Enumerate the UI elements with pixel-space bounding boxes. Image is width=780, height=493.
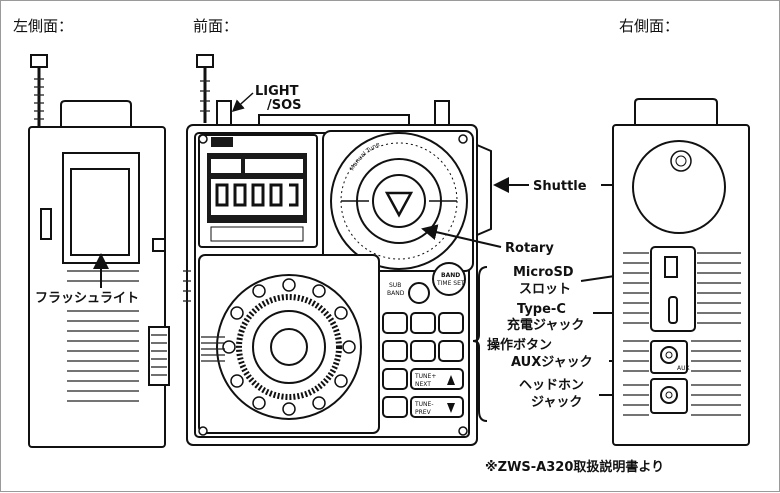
light-sos-switch [216, 100, 232, 128]
svg-text:NEXT: NEXT [415, 381, 431, 388]
svg-text:PREV: PREV [415, 409, 432, 416]
control-buttons: TUNE+ NEXT TUNE- PREV [382, 312, 464, 418]
sleep-button[interactable] [382, 396, 408, 418]
typec-port [668, 296, 678, 324]
svg-text:BAND: BAND [387, 290, 405, 297]
svg-text:TUNE+: TUNE+ [414, 373, 436, 380]
aux-jack [660, 346, 678, 364]
mode-button[interactable] [382, 368, 408, 390]
buttons-bracket [472, 266, 488, 422]
right-side-view: AUX [612, 98, 750, 446]
tune-prev-button[interactable] [410, 396, 464, 418]
svg-text:TIME SET: TIME SET [436, 280, 465, 287]
rotary-label: Rotary [505, 241, 554, 256]
flashlight-label: フラッシュライト [35, 291, 139, 306]
microsd-label-2: スロット [519, 282, 571, 297]
memo-button[interactable] [410, 340, 436, 362]
left-handle [60, 100, 132, 129]
microsd-label-1: MicroSD [513, 265, 574, 280]
right-side-header: 右側面： [619, 17, 679, 35]
down-arrow-icon [447, 403, 455, 413]
right-top-knob [434, 100, 450, 128]
front-antenna-tip [196, 54, 214, 68]
flashlight-lens [70, 168, 130, 256]
buttons-label: 操作ボタン [487, 337, 552, 353]
shuttle-side-wheel [476, 143, 492, 237]
sub-band-button[interactable] [408, 282, 430, 304]
vol-button[interactable] [438, 312, 464, 334]
svg-text:AUX: AUX [677, 365, 690, 372]
front-header: 前面： [193, 17, 238, 35]
microsd-slot [664, 256, 678, 278]
center-callouts: Shuttle Rotary MicroSD スロット Type-C 充電ジャッ… [421, 177, 649, 422]
right-speaker-grille [623, 252, 741, 416]
headphone-label-1: ヘッドホン [519, 378, 584, 393]
up-arrow-icon [447, 375, 455, 385]
aux-label: AUXジャック [511, 355, 593, 370]
headphone-label-2: ジャック [531, 395, 582, 410]
port-panel [650, 246, 696, 332]
left-side-view: フラッシュライト [28, 54, 170, 448]
svg-text:TUNE-: TUNE- [414, 401, 434, 408]
rotary-triangle-icon [384, 191, 414, 218]
band-button[interactable] [432, 262, 466, 296]
front-view: Manual Tune BAND TIME SET SUB BAND [183, 54, 492, 446]
typec-label-1: Type-C [517, 302, 566, 317]
key-lock-button[interactable] [382, 312, 408, 334]
typec-label-2: 充電ジャック [507, 317, 584, 333]
light-label-2: /SOS [267, 98, 302, 113]
step-button[interactable] [382, 340, 408, 362]
svg-text:SUB: SUB [389, 282, 401, 289]
svg-text:BAND: BAND [441, 272, 460, 279]
source-note: ※ZWS-A320取扱説明書より [485, 459, 664, 475]
shuttle-wheel [632, 140, 726, 234]
left-side-switch [148, 326, 170, 386]
light-button [211, 137, 233, 147]
headphone-jack [660, 386, 678, 404]
right-handle [634, 98, 718, 127]
antenna-tip [30, 54, 48, 68]
left-side-header: 左側面： [13, 17, 73, 35]
light-label-1: LIGHT [255, 84, 299, 99]
al-button[interactable] [438, 340, 464, 362]
bt-button[interactable] [410, 312, 436, 334]
speaker-holes [222, 278, 356, 416]
shuttle-label: Shuttle [533, 179, 587, 194]
